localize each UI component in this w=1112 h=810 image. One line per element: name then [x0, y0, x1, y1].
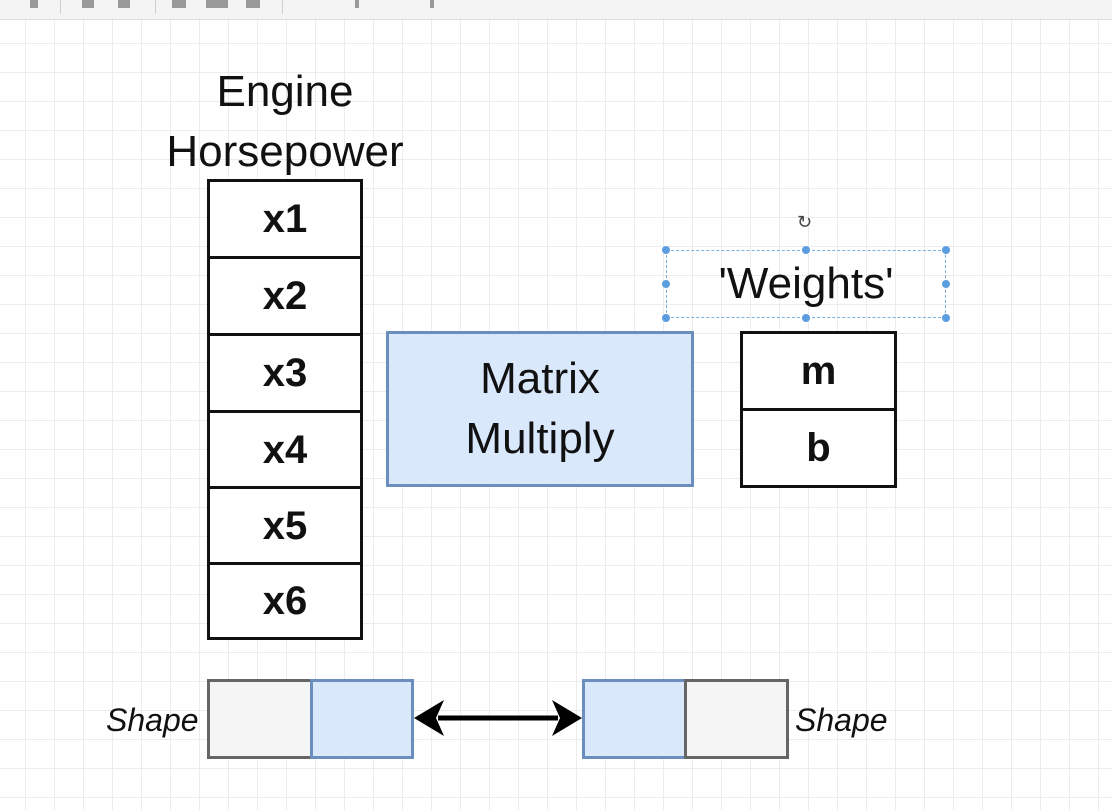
input-title-line: Horsepower	[166, 127, 404, 176]
selection-handle[interactable]	[802, 246, 810, 254]
toolbar-separator	[60, 0, 61, 14]
matrix-multiply-box[interactable]: Matrix Multiply	[386, 331, 694, 487]
feature-cell-x3[interactable]: x3	[207, 333, 363, 413]
toolbar-separator	[155, 0, 156, 14]
feature-label: x3	[262, 350, 308, 395]
feature-cell-x5[interactable]: x5	[207, 486, 363, 566]
input-title-line: Engine	[216, 67, 354, 116]
weight-cell-b[interactable]: b	[740, 408, 897, 488]
toolbar-icon[interactable]	[82, 0, 94, 8]
toolbar-icon[interactable]	[246, 0, 260, 8]
feature-cell-x1[interactable]: x1	[207, 179, 363, 259]
selection-handle[interactable]	[942, 280, 950, 288]
feature-cell-x2[interactable]: x2	[207, 256, 363, 336]
weight-cell-m[interactable]: m	[740, 331, 897, 411]
selection-handle[interactable]	[802, 314, 810, 322]
weight-label: b	[806, 425, 831, 470]
feature-label: x6	[262, 578, 308, 623]
shape-box-blue-left[interactable]	[310, 679, 414, 759]
toolbar-icon[interactable]	[206, 0, 228, 8]
shape-box-gray-right[interactable]	[684, 679, 789, 759]
input-title[interactable]: Engine Horsepower	[140, 62, 430, 182]
toolbar	[0, 0, 1112, 20]
feature-label: x1	[262, 196, 308, 241]
selection-handle[interactable]	[662, 314, 670, 322]
toolbar-icon[interactable]	[30, 0, 38, 8]
shape-box-blue-right[interactable]	[582, 679, 688, 759]
operation-line: Multiply	[465, 414, 615, 463]
feature-label: x5	[262, 503, 308, 548]
toolbar-icon[interactable]	[118, 0, 130, 8]
arrow-head-left	[414, 700, 444, 736]
feature-label: x4	[262, 427, 308, 472]
feature-cell-x4[interactable]: x4	[207, 410, 363, 490]
operation-line: Matrix	[480, 354, 600, 403]
toolbar-separator	[282, 0, 283, 14]
shape-box-gray-left[interactable]	[207, 679, 313, 759]
selection-handle[interactable]	[662, 280, 670, 288]
feature-cell-x6[interactable]: x6	[207, 562, 363, 640]
toolbar-icon[interactable]	[355, 0, 359, 8]
selection-handle[interactable]	[662, 246, 670, 254]
weight-label: m	[800, 348, 837, 393]
selection-handle[interactable]	[942, 246, 950, 254]
weights-label: 'Weights'	[718, 259, 894, 308]
toolbar-icon[interactable]	[172, 0, 186, 8]
rotate-handle-icon[interactable]: ↻	[797, 212, 813, 232]
double-arrow[interactable]	[412, 694, 584, 742]
arrow-head-right	[552, 700, 582, 736]
selection-handle[interactable]	[942, 314, 950, 322]
shape-label-right: Shape	[795, 702, 888, 738]
toolbar-icon[interactable]	[430, 0, 434, 8]
shape-label-left: Shape	[106, 702, 199, 738]
feature-label: x2	[262, 273, 308, 318]
weights-label-selected[interactable]: 'Weights'	[666, 250, 946, 318]
